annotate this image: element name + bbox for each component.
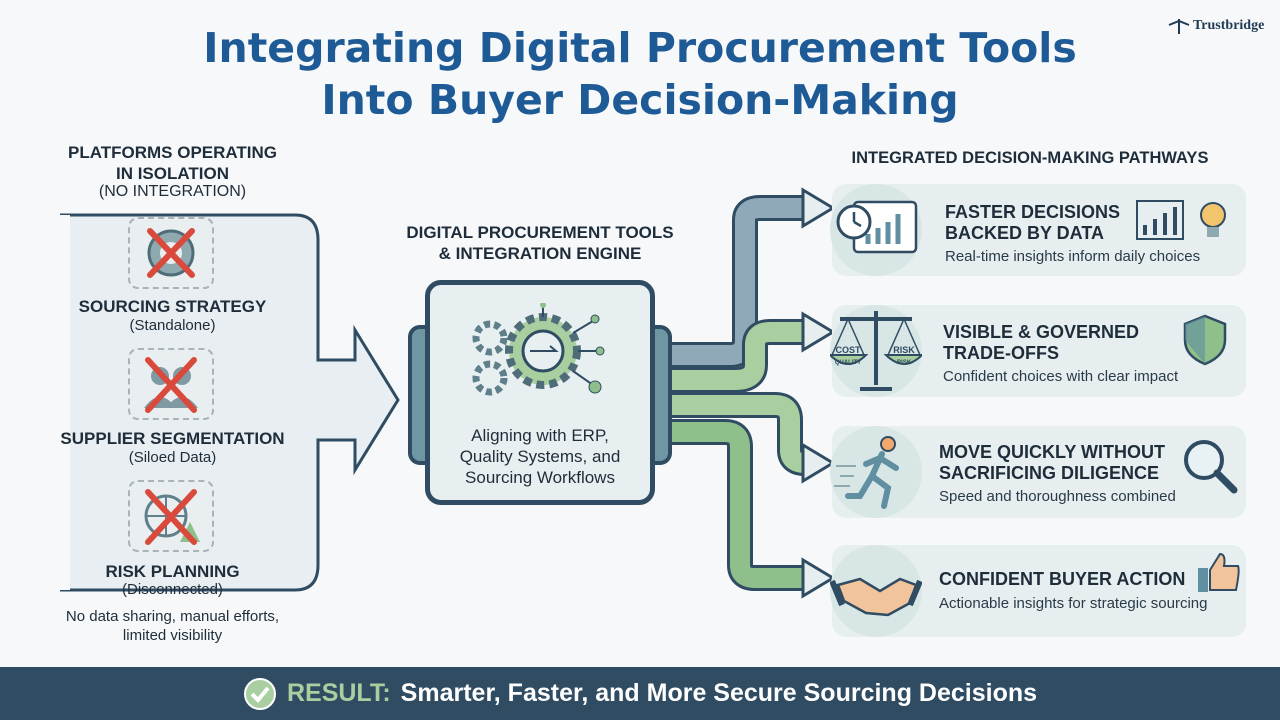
shield-icon [1183,314,1227,366]
card-3-desc: Speed and thoroughness combined [939,488,1176,505]
center-heading: DIGITAL PROCUREMENT TOOLS & INTEGRATION … [380,222,700,264]
left-footer-line-2: limited visibility [122,627,223,644]
thumbs-up-icon [1198,552,1240,592]
card-3-title-line-1: MOVE QUICKLY WITHOUT [939,442,1166,462]
card-4-title: CONFIDENT BUYER ACTION [939,569,1185,590]
supplier-segmentation-icon [128,348,214,420]
result-banner: RESULT: Smarter, Faster, and More Secure… [0,667,1280,720]
card-2-title-line-1: VISIBLE & GOVERNED [943,322,1140,342]
card-1-desc: Real-time insights inform daily choices [945,248,1201,265]
card-4-desc: Actionable insights for strategic sourci… [939,595,1208,612]
center-caption-line-1: Aligning with ERP, [471,426,609,445]
chart-lightbulb-icon [1136,200,1226,240]
card-2-desc: Confident choices with clear impact [943,368,1179,385]
magnifier-icon [1184,440,1238,494]
risk-planning-label: RISK PLANNING [105,562,240,581]
left-subheading: (NO INTEGRATION) [98,183,247,200]
logo-icon [1168,19,1190,34]
center-caption-line-3: Sourcing Workflows [465,468,615,487]
result-text: Smarter, Faster, and More Secure Sourcin… [400,679,1038,707]
logo: Trustbridge [1168,18,1264,34]
integration-engine-box: Aligning with ERP, Quality Systems, and … [425,280,655,505]
logo-text: Trustbridge [1193,18,1265,33]
left-heading-line-2: IN ISOLATION [115,164,229,183]
pathway-arrows [655,187,835,599]
right-heading: INTEGRATED DECISION-MAKING PATHWAYS [851,149,1209,167]
scale-right-bottom-label: RISK [897,360,912,366]
title-line-1: Integrating Digital Procurement Tools [203,24,1077,72]
page-title: Integrating Digital Procurement Tools In… [0,22,1280,126]
sourcing-strategy-icon [128,217,214,289]
sourcing-strategy-label: SOURCING STRATEGY [78,297,267,316]
supplier-segmentation-note: (Siloed Data) [128,449,217,466]
center-heading-line-2: & INTEGRATION ENGINE [438,244,642,263]
center-heading-line-1: DIGITAL PROCUREMENT TOOLS [406,223,674,242]
scale-left-top-label: COST [835,345,861,355]
running-person-icon [830,426,922,518]
sourcing-strategy-note: (Standalone) [129,317,216,334]
check-circle-icon [243,677,276,710]
card-3-title-line-2: SACRIFICING DILIGENCE [939,463,1160,483]
center-caption: Aligning with ERP, Quality Systems, and … [430,425,650,488]
gears-network-icon [472,303,605,396]
left-footer: No data sharing, manual efforts, limited… [30,607,315,645]
balance-scale-icon: COST QUALITY RISK RISK [827,305,925,397]
card-2-title-line-2: TRADE-OFFS [943,343,1059,363]
risk-planning-icon [128,480,214,552]
card-1-title-line-2: BACKED BY DATA [945,223,1105,243]
scale-left-bottom-label: QUALITY [835,360,861,366]
risk-planning-note: (Disconnected) [122,581,223,598]
result-label: RESULT: [286,679,391,707]
left-footer-line-1: No data sharing, manual efforts, [65,608,280,625]
supplier-segmentation-label: SUPPLIER SEGMENTATION [60,429,285,448]
card-4-title-line-1: CONFIDENT BUYER ACTION [939,569,1186,589]
left-heading-line-1: PLATFORMS OPERATING [67,143,278,162]
center-caption-line-2: Quality Systems, and [459,447,621,466]
left-heading: PLATFORMS OPERATING IN ISOLATION [40,142,305,184]
stopwatch-dashboard-icon [830,184,922,276]
handshake-icon [829,545,923,637]
title-line-2: Into Buyer Decision-Making [321,76,959,124]
isolation-bracket-arrow [40,213,400,592]
scale-right-top-label: RISK [893,345,915,355]
card-1-title-line-1: FASTER DECISIONS [945,202,1121,222]
